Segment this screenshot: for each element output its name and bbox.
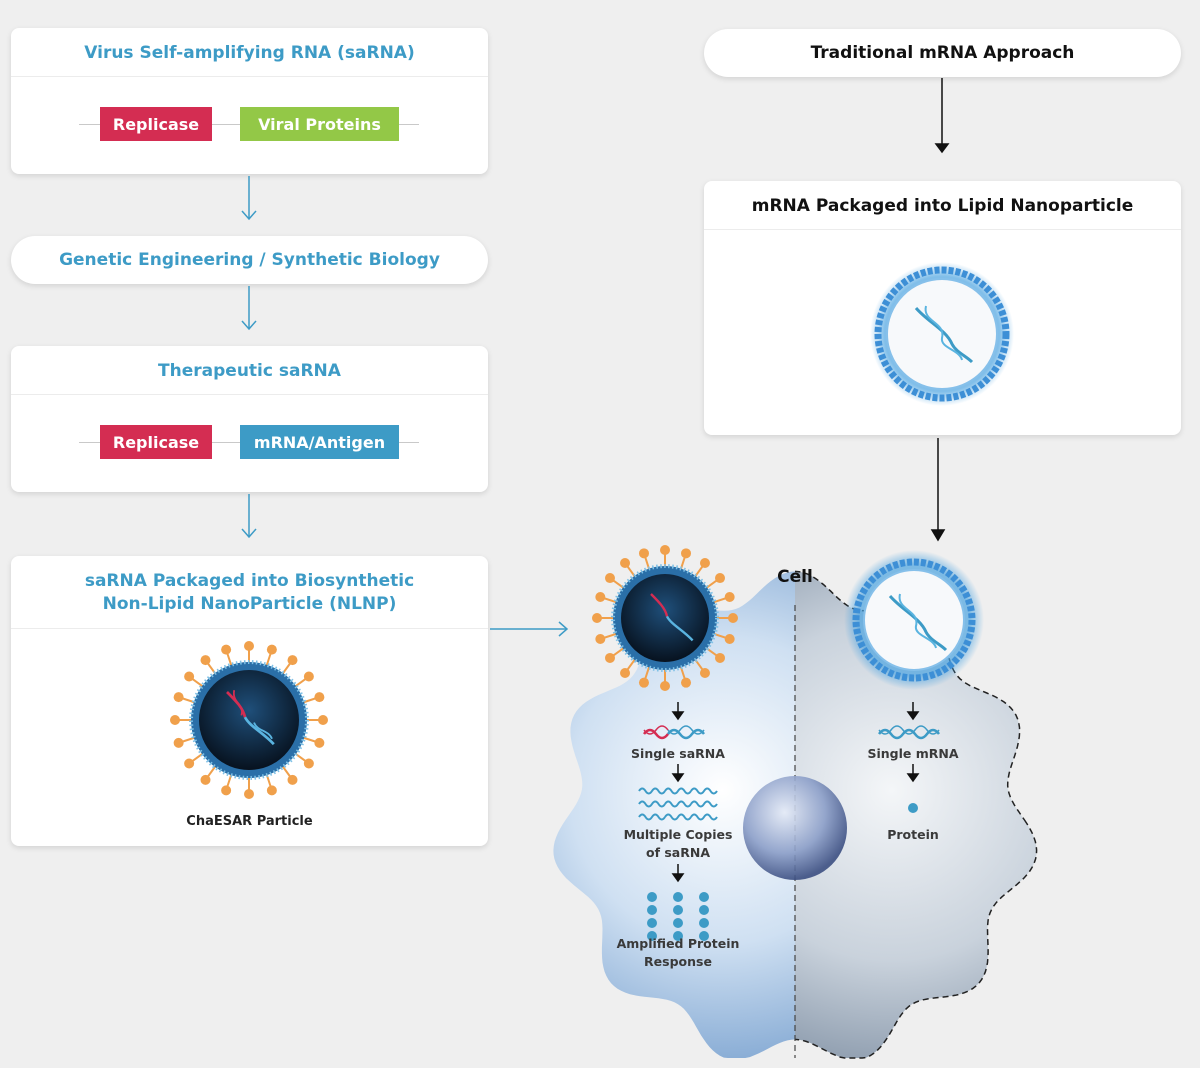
nlnp-title-line2: Non-Lipid NanoParticle (NLNP): [102, 594, 397, 614]
multiple-sarna-copies-icon: [638, 787, 718, 821]
cell-label: Cell: [777, 567, 813, 587]
replicase-gene-box: Replicase: [100, 107, 212, 141]
protein-dot-icon: [908, 803, 918, 813]
cell-nucleus: [743, 776, 847, 880]
genetic-engineering-title: Genetic Engineering / Synthetic Biology: [59, 250, 440, 270]
amplified-protein-label-line1: Amplified Protein: [617, 936, 740, 951]
card-divider: [11, 76, 488, 77]
single-sarna-icon: [643, 725, 705, 740]
amplified-protein-label-line2: Response: [644, 954, 712, 969]
viral-sarna-title: Virus Self-amplifying RNA (saRNA): [84, 43, 415, 63]
rna-helix-icon: [226, 690, 275, 746]
mrna-antigen-gene-box: mRNA/Antigen: [240, 425, 399, 459]
therapeutic-sarna-card: Therapeutic saRNA Replicase mRNA/Antigen: [11, 346, 488, 492]
single-mrna-icon: [878, 725, 940, 740]
viral-proteins-gene-box: Viral Proteins: [240, 107, 399, 141]
chaesar-particle-graphic: [170, 641, 328, 799]
protein-label: Protein: [887, 827, 939, 842]
chaesar-particle-label: ChaESAR Particle: [186, 814, 313, 829]
cell-body: [553, 570, 1038, 1059]
lipid-nanoparticle-card: mRNA Packaged into Lipid Nanoparticle: [704, 181, 1181, 435]
nlnp-packaging-card: saRNA Packaged into Biosynthetic Non-Lip…: [11, 556, 488, 846]
multiple-copies-label-line2: of saRNA: [646, 845, 710, 860]
nlnp-title-line1: saRNA Packaged into Biosynthetic: [84, 571, 415, 591]
nlnp-particle-entering: [592, 545, 738, 691]
card-divider: [11, 394, 488, 395]
traditional-mrna-pill: Traditional mRNA Approach: [704, 29, 1181, 77]
lnp-particle-entering: [844, 550, 984, 690]
replicase-gene-box: Replicase: [100, 425, 212, 459]
lipid-nanoparticle-title: mRNA Packaged into Lipid Nanoparticle: [751, 196, 1134, 216]
traditional-mrna-title: Traditional mRNA Approach: [810, 43, 1075, 63]
amplified-protein-dots-icon: [647, 892, 709, 941]
lipid-nanoparticle-graphic: [870, 262, 1014, 406]
single-mrna-label: Single mRNA: [867, 746, 958, 761]
multiple-copies-label-line1: Multiple Copies: [624, 827, 733, 842]
genetic-engineering-pill: Genetic Engineering / Synthetic Biology: [11, 236, 488, 284]
card-divider: [704, 229, 1181, 230]
single-sarna-label: Single saRNA: [631, 746, 725, 761]
therapeutic-sarna-title: Therapeutic saRNA: [158, 361, 341, 381]
card-divider: [11, 628, 488, 629]
mrna-helix-icon: [914, 305, 974, 364]
viral-sarna-card: Virus Self-amplifying RNA (saRNA) Replic…: [11, 28, 488, 174]
